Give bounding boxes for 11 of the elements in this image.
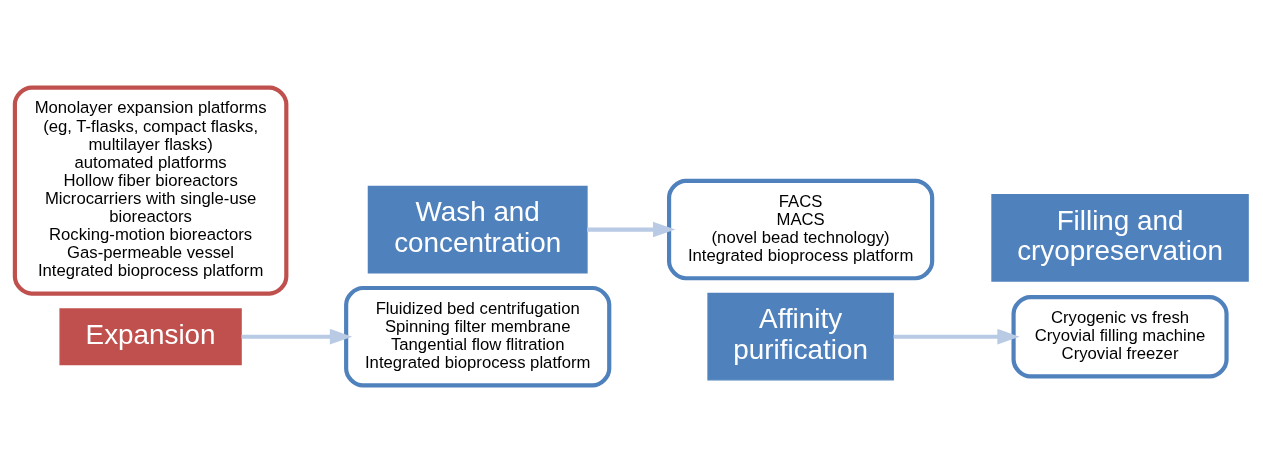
node-box: Affinity purification <box>707 292 894 381</box>
node-box: Wash and concentration <box>367 185 588 274</box>
node-box: Fluidized bed centrifugation Spinning filter membrane Tangential flow flitration Integrated bioprocess platform <box>344 285 612 388</box>
node-box: Monolayer expansion platforms (eg, T-flasks, compact flasks, multilayer flasks) automated platforms Hollow fiber bioreactors Microcarriers with single-use bioreactors Rocking-motion bioreactors Gas-permeable vessel Integrated bioprocess platform <box>12 85 289 296</box>
arrow <box>587 221 676 238</box>
node-box: Cryogenic vs fresh Cryovial filling machine Cryovial freezer <box>1011 294 1229 379</box>
node-box: Expansion <box>59 308 242 366</box>
node-box: Filling and cryopreservation <box>991 194 1249 282</box>
arrow <box>893 328 1020 345</box>
arrow <box>241 328 353 345</box>
node-box: FACS MACS (novel bead technology) Integrated bioprocess platform <box>667 178 935 281</box>
